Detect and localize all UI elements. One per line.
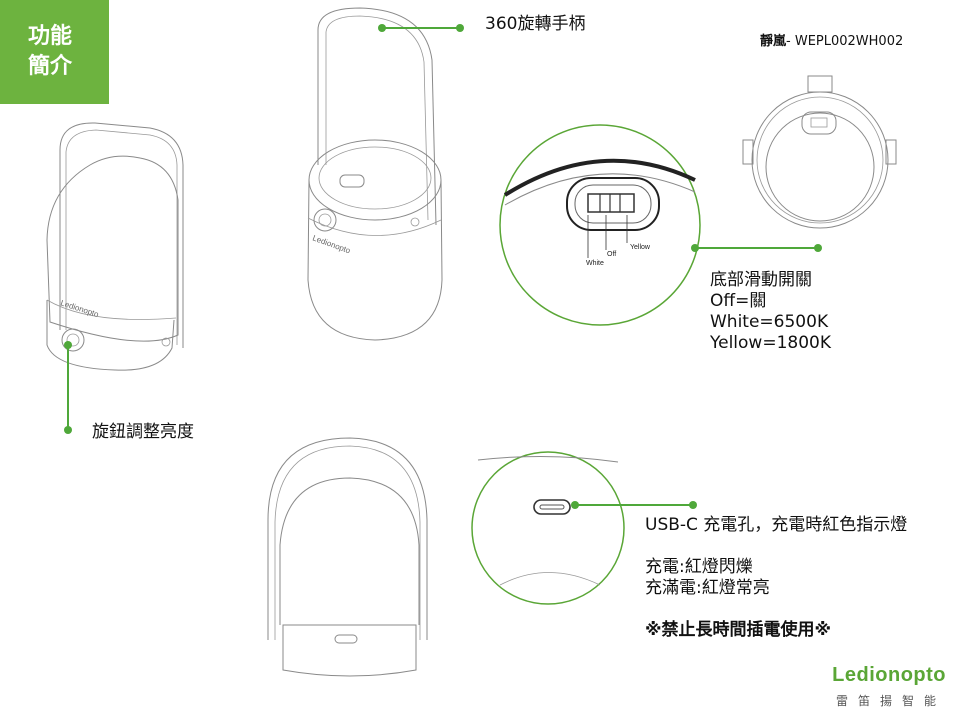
switch-detail-illustration: White Off Yellow	[499, 124, 701, 326]
badge-line-2: 簡介	[28, 54, 73, 79]
switch-off-label: Off	[607, 251, 616, 258]
brand-subtitle: 雷笛揚智能	[835, 694, 946, 708]
badge-line-1: 功能	[28, 24, 73, 49]
switch-callout: 底部滑動開關 Off=關 White=6500K Yellow=1800K	[710, 270, 831, 354]
leader-knob	[64, 341, 72, 434]
leader-switch	[691, 244, 822, 252]
switch-callout-line: White=6500K	[710, 312, 829, 332]
leader-usbc	[571, 501, 697, 509]
switch-callout-line: Yellow=1800K	[710, 333, 831, 353]
model-name: 靜嵐	[760, 34, 787, 49]
lamp-top-illustration: Ledionopto	[307, 7, 443, 341]
usbc-warning: ※禁止長時間插電使用※	[645, 620, 832, 640]
switch-yellow-label: Yellow	[630, 244, 651, 251]
lamp-front-illustration	[267, 437, 428, 677]
switch-callout-line: 底部滑動開關	[710, 270, 812, 290]
model-code: - WEPL002WH002	[786, 34, 904, 49]
lamp-side-illustration: Ledionopto	[46, 122, 184, 371]
usbc-title: USB-C 充電孔，充電時紅色指示燈	[645, 515, 908, 535]
usbc-charging: 充電:紅燈閃爍	[645, 557, 753, 577]
lamp-top-logo: Ledionopto	[311, 233, 352, 255]
leader-handle	[378, 24, 464, 32]
knob-callout: 旋鈕調整亮度	[92, 422, 194, 442]
brand-logo: Ledionopto	[832, 664, 946, 686]
switch-callout-line: Off=關	[710, 291, 767, 311]
lamp-bottom-illustration	[742, 75, 897, 229]
section-badge: 功能 簡介	[0, 0, 109, 104]
lamp-side-logo: Ledionopto	[59, 298, 100, 319]
model-label: 靜嵐- WEPL002WH002	[760, 30, 903, 49]
switch-white-label: White	[586, 260, 604, 267]
usbc-full: 充滿電:紅燈常亮	[645, 578, 770, 598]
usbc-detail-illustration	[471, 451, 625, 605]
handle-callout: 360旋轉手柄	[485, 14, 586, 34]
usbc-callout: USB-C 充電孔，充電時紅色指示燈 充電:紅燈閃爍 充滿電:紅燈常亮 ※禁止長…	[645, 515, 907, 641]
